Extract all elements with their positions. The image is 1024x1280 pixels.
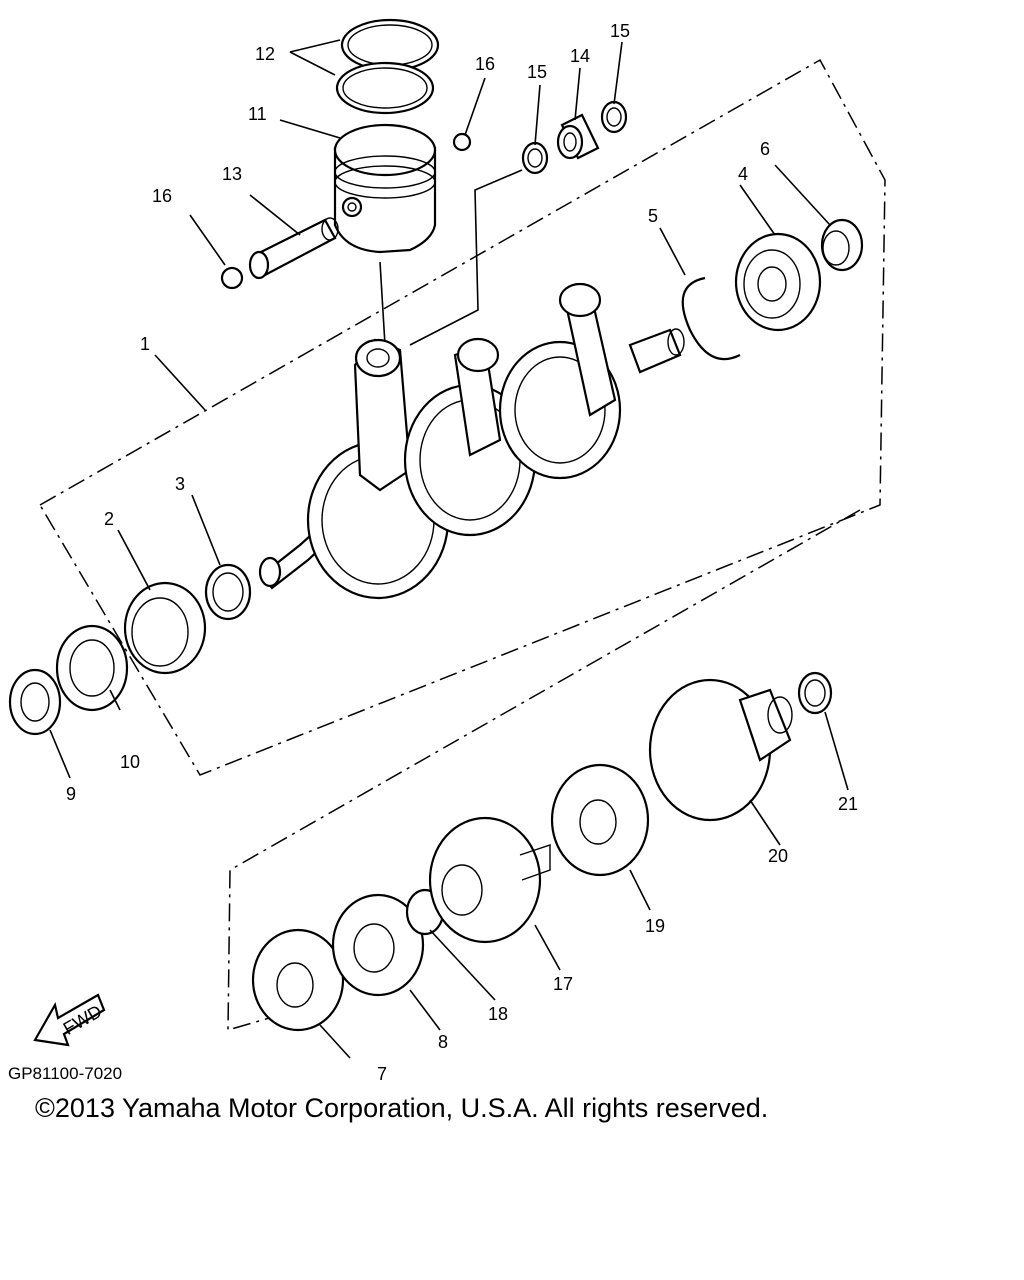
- copyright-notice: ©2013 Yamaha Motor Corporation, U.S.A. A…: [35, 1093, 769, 1123]
- forward-arrow-icon: FWD: [33, 993, 106, 1047]
- bearing-left: [123, 581, 207, 675]
- bearing-right: [734, 232, 822, 332]
- nut: [8, 668, 62, 736]
- leader-lines: [49, 39, 849, 1059]
- oil-seal: [204, 563, 252, 621]
- bushing: [797, 671, 833, 715]
- callout-5: 5: [648, 206, 658, 226]
- callout-7: 7: [377, 1064, 387, 1084]
- circlip-left: [220, 266, 244, 290]
- callout-15-left: 15: [527, 62, 547, 82]
- callout-14: 14: [570, 46, 590, 66]
- callout-9: 9: [66, 784, 76, 804]
- damper: [331, 893, 425, 997]
- callout-8: 8: [438, 1032, 448, 1052]
- piston-pin: [248, 217, 339, 280]
- washer-left: [521, 141, 549, 175]
- callout-16-top: 16: [475, 54, 495, 74]
- collar-plate: [251, 928, 345, 1032]
- collar: [820, 218, 864, 272]
- coupling-left: [428, 816, 551, 944]
- coupling-right: [648, 678, 793, 822]
- callout-3: 3: [175, 474, 185, 494]
- crankshaft: [258, 282, 685, 600]
- coupling-damper: [550, 763, 650, 877]
- callout-12: 12: [255, 44, 275, 64]
- assembly-boundary: [38, 58, 886, 776]
- callout-6: 6: [760, 139, 770, 159]
- circlip-bearing: [681, 276, 741, 361]
- callout-15-right: 15: [610, 21, 630, 41]
- callout-11: 11: [248, 104, 267, 124]
- callout-2: 2: [104, 509, 114, 529]
- callout-18: 18: [488, 1004, 508, 1024]
- callout-16-left: 16: [152, 186, 172, 206]
- needle-bearing: [556, 113, 600, 160]
- callout-21: 21: [838, 794, 858, 814]
- piston-rings: [335, 18, 440, 115]
- callout-10: 10: [120, 752, 140, 772]
- drive-boundary-line: [227, 509, 861, 1032]
- callout-13: 13: [222, 164, 242, 184]
- callout-4: 4: [738, 164, 748, 184]
- diagram-code: GP81100-7020: [8, 1064, 123, 1083]
- washer-right: [600, 100, 628, 134]
- callout-19: 19: [645, 916, 665, 936]
- shim: [55, 624, 129, 712]
- piston: [333, 123, 437, 254]
- circlip-right: [452, 132, 472, 152]
- callout-1: 1: [140, 334, 150, 354]
- callout-17: 17: [553, 974, 573, 994]
- callout-20: 20: [768, 846, 788, 866]
